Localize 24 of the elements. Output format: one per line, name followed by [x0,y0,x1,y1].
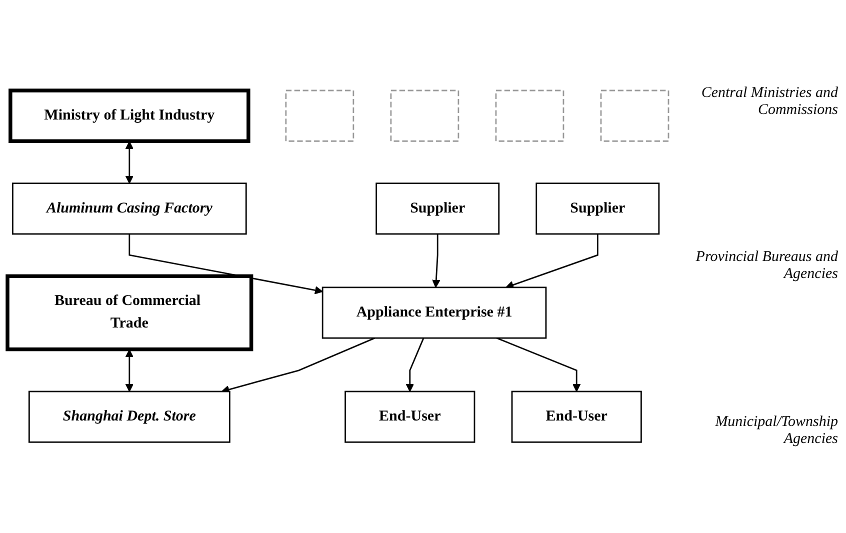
node-box: Appliance Enterprise #1 [322,286,547,339]
arrow [125,349,134,392]
node-box: Bureau of Commercial Trade [6,274,254,352]
node-box: Shanghai Dept. Store [28,390,230,444]
node-box [495,90,564,142]
arrow [128,234,323,294]
node-box: End-User [344,390,476,444]
arrow [506,234,598,289]
node-box: Ministry of Light Industry [8,88,250,144]
arrow [125,141,134,184]
arrow [432,234,440,288]
node-box: Supplier [536,182,660,235]
arrow [406,338,424,392]
node-box: Aluminum Casing Factory [12,182,247,235]
arrow [221,338,376,394]
level-label: Provincial Bureaus and Agencies [694,249,838,284]
level-label: Municipal/Township Agencies [714,414,838,448]
node-box: End-User [511,390,642,444]
node-box [600,90,670,142]
arrow [496,338,581,392]
node-box [390,90,460,142]
node-box [285,90,354,142]
level-label: Central Ministries and Commissions [700,85,838,120]
node-box: Supplier [376,182,500,235]
